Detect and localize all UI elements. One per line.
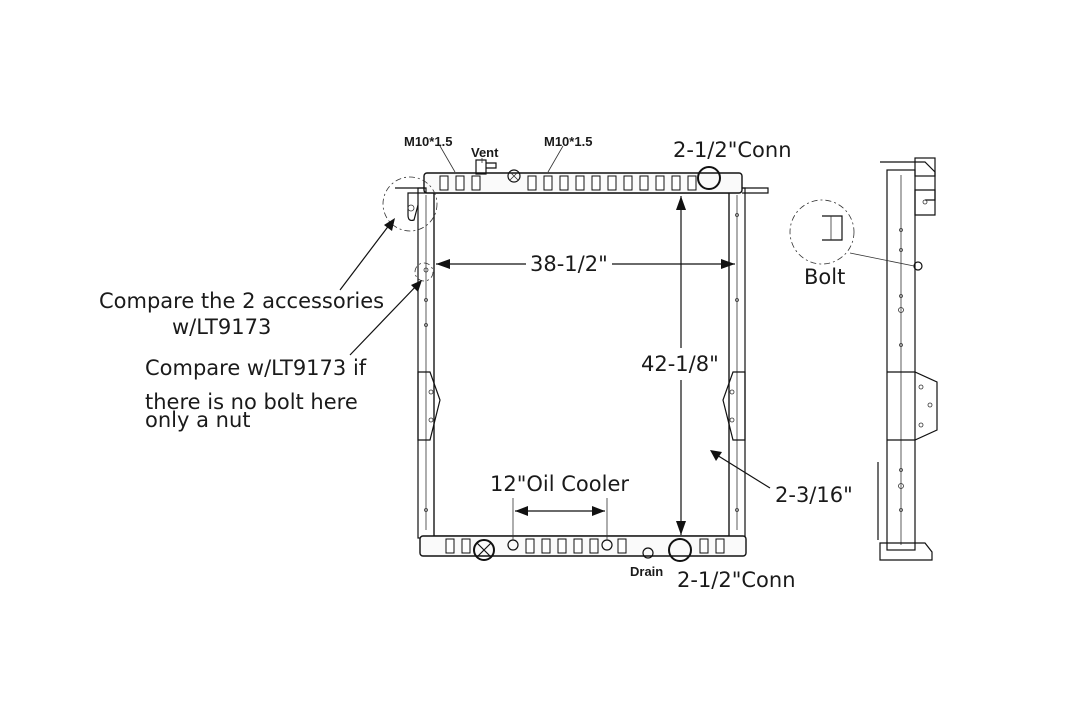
accessory-detail-circle [382, 176, 438, 232]
left-mount-bracket [417, 371, 441, 441]
bolt-note-line3: only a nut [145, 408, 251, 432]
oil-cooler-label: 12"Oil Cooler [490, 472, 629, 496]
accessories-note-line1: Compare the 2 accessories [99, 289, 384, 313]
cap-top [507, 169, 521, 183]
dimension-lines [339, 145, 771, 540]
vent-label: Vent [471, 145, 499, 160]
bottom-connection-label: 2-1/2"Conn [677, 568, 796, 592]
width-dimension-label: 38-1/2" [530, 252, 608, 276]
thread-label-left: M10*1.5 [404, 134, 452, 149]
top-tank-ribs [439, 175, 697, 191]
side-mount-bracket [887, 371, 938, 441]
top-outlet-connection [697, 166, 721, 190]
bolt-label: Bolt [804, 265, 845, 289]
radiator-front-view [382, 159, 769, 562]
accessories-note-line2: w/LT9173 [172, 315, 271, 339]
drain-plug [642, 547, 654, 559]
radiator-side-view [789, 157, 938, 561]
side-bolt-detail-circle [789, 199, 855, 265]
vent-fitting [475, 159, 487, 175]
thread-label-right: M10*1.5 [544, 134, 592, 149]
bottom-cap [473, 539, 495, 561]
bottom-tank [419, 535, 747, 557]
bolt-note-line2: there is no bolt here [145, 390, 358, 414]
core-thickness-label: 2-3/16" [775, 483, 853, 507]
bottom-tank-ribs [445, 538, 725, 554]
right-mount-bracket [722, 371, 746, 441]
height-dimension-label: 42-1/8" [641, 352, 719, 376]
top-connection-label: 2-1/2"Conn [673, 138, 792, 162]
drain-label: Drain [630, 564, 663, 579]
bolt-note-line1: Compare w/LT9173 if [145, 356, 367, 380]
bottom-outlet-connection [668, 538, 692, 562]
bolt-detail-circle [414, 262, 434, 282]
